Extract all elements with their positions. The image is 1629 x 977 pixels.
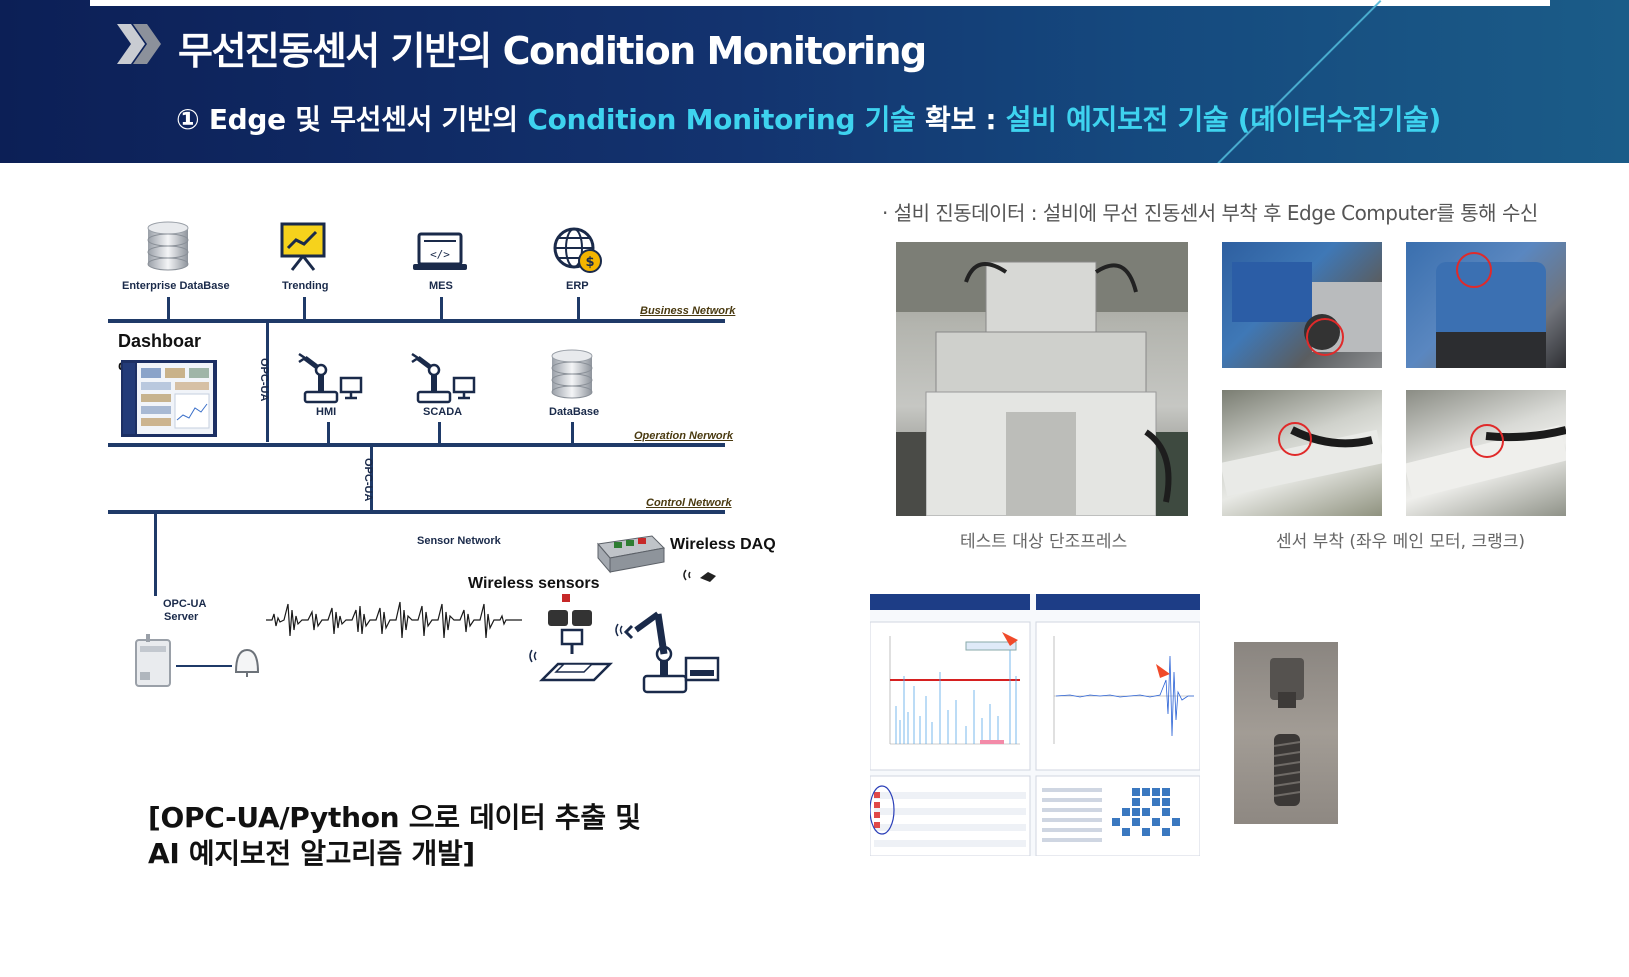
laptop-code-icon: </> xyxy=(413,232,467,270)
subtitle-part-3: 확보 : xyxy=(915,103,1006,136)
opc-ua-server-label-2: Server xyxy=(164,611,199,623)
node-label-erp: ERP xyxy=(566,280,589,292)
node-label-enterprise-database: Enterprise DataBase xyxy=(122,280,230,292)
node-label-trending: Trending xyxy=(282,280,329,292)
caption-left-line-2: AI 예지보전 알고리즘 개발] xyxy=(148,837,475,870)
operation-network-line xyxy=(108,443,725,447)
svg-text:$: $ xyxy=(585,255,594,270)
right-heading: · 설비 진동데이터 : 설비에 무선 진동센서 부착 후 Edge Compu… xyxy=(882,201,1538,225)
double-chevron-icon xyxy=(117,24,161,64)
connector xyxy=(327,422,330,444)
sensor-highlight-circle xyxy=(1278,422,1312,456)
vibration-waveform xyxy=(266,601,522,639)
node-label-hmi: HMI xyxy=(316,406,337,418)
connector xyxy=(440,297,443,319)
control-network-label: Control Network xyxy=(646,497,732,509)
caption-left-line-1: [OPC-UA/Python 으로 데이터 추출 및 xyxy=(148,801,641,834)
opc-ua-server-label-1: OPC-UA xyxy=(163,598,207,610)
opc-ua-vertical-label-1: OPC-UA xyxy=(258,358,270,402)
sensor-highlight-circle xyxy=(1470,424,1504,458)
operation-network-label: Operation Nerwork xyxy=(634,430,734,442)
connector xyxy=(438,422,441,444)
antenna-gateway-icon xyxy=(234,648,260,677)
monitoring-dashboard-screenshot xyxy=(870,594,1200,856)
database-icon xyxy=(551,349,593,399)
business-network-label: Business Network xyxy=(640,305,736,317)
subtitle-part-1: ① Edge 및 무선센서 기반의 xyxy=(176,103,528,136)
opc-ua-server-device-icon xyxy=(135,634,171,687)
node-label-mes: MES xyxy=(429,280,453,292)
wireless-daq-device-icon xyxy=(597,535,666,574)
forging-press-photo xyxy=(896,242,1188,516)
node-label-database: DataBase xyxy=(549,406,600,418)
svg-text:</>: </> xyxy=(430,248,450,261)
wireless-signal-icon xyxy=(683,569,716,582)
sensor-machine-icon xyxy=(529,594,614,682)
dashboard-header-bar-right xyxy=(1036,594,1200,610)
header-banner: 무선진동센서 기반의 Condition Monitoring ① Edge 및… xyxy=(0,0,1629,163)
business-network-line xyxy=(108,319,725,323)
dashboard-header-bar-left xyxy=(870,594,1030,610)
connector xyxy=(167,297,170,319)
subtitle-highlight-1: Condition Monitoring 기술 xyxy=(527,103,916,136)
sensor-network-label: Sensor Network xyxy=(417,535,501,547)
crank-photo-left xyxy=(1222,390,1382,516)
dashboard-label: Dashboar xyxy=(118,331,202,351)
opc-ua-vertical-label-2: OPC-UA xyxy=(362,458,374,502)
dashboard-thumbnail xyxy=(121,360,217,437)
database-icon xyxy=(147,221,189,271)
sensor-highlight-circle xyxy=(1306,318,1344,356)
wireless-daq-label: Wireless DAQ xyxy=(670,536,776,553)
connector xyxy=(577,297,580,319)
vibration-sensor-bolt-photo xyxy=(1234,642,1338,824)
header-top-line xyxy=(90,0,1550,6)
connector xyxy=(303,297,306,319)
connector xyxy=(176,665,232,667)
connector xyxy=(370,446,373,510)
sensor-photo-caption: 센서 부착 (좌우 메인 모터, 크랭크) xyxy=(1276,532,1526,552)
motor-photo-right xyxy=(1406,242,1566,368)
trending-chart-icon xyxy=(280,222,326,271)
connector xyxy=(571,422,574,444)
connector xyxy=(154,514,157,596)
robot-arm-icon xyxy=(298,352,363,404)
node-label-scada: SCADA xyxy=(423,406,463,418)
connector xyxy=(266,322,269,442)
subtitle-highlight-2: 설비 예지보전 기술 (데이터수집기술) xyxy=(1005,103,1442,136)
wireless-sensors-label: Wireless sensors xyxy=(468,575,600,592)
globe-dollar-icon: $ xyxy=(553,227,602,273)
page-subtitle: ① Edge 및 무선센서 기반의 Condition Monitoring 기… xyxy=(176,98,1441,138)
page-title: 무선진동센서 기반의 Condition Monitoring xyxy=(178,29,927,73)
caption-left: [OPC-UA/Python 으로 데이터 추출 및 AI 예지보전 알고리즘 … xyxy=(148,800,641,872)
control-network-line xyxy=(108,510,725,514)
dashboard-charts xyxy=(870,621,1200,856)
motor-photo-left xyxy=(1222,242,1382,368)
press-photo-caption: 테스트 대상 단조프레스 xyxy=(960,532,1128,552)
robot-arm-icon xyxy=(411,352,476,404)
header-diagonal-line xyxy=(1217,0,1383,163)
robot-arm-machine-icon xyxy=(615,611,720,694)
crank-photo-right xyxy=(1406,390,1566,516)
sensor-highlight-circle xyxy=(1456,252,1492,288)
